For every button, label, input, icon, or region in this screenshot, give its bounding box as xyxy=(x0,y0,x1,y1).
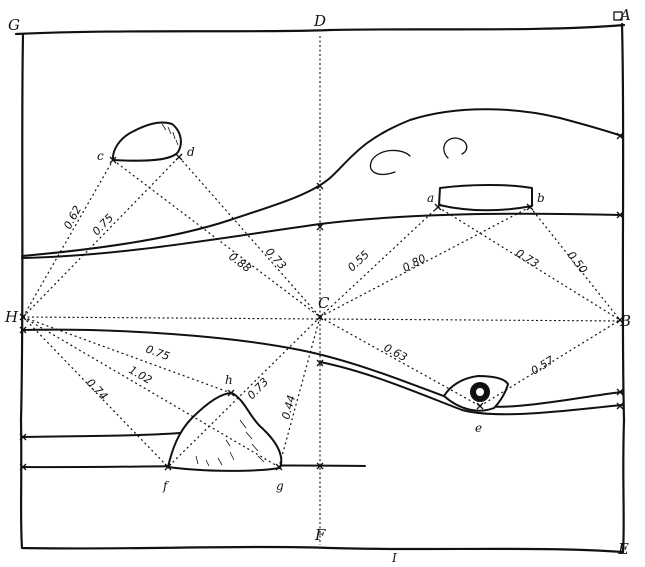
label-e: e xyxy=(475,421,482,435)
label-b: b xyxy=(537,191,545,205)
label-B: B xyxy=(619,312,631,330)
cross-marker xyxy=(316,462,324,470)
cross-marker xyxy=(109,156,117,164)
measure-C-f: 0.73 xyxy=(245,375,271,402)
measure-C-e: 0.63 xyxy=(382,341,410,364)
lower-bank-contour xyxy=(21,328,623,408)
label-I: I xyxy=(391,551,397,565)
label-h: h xyxy=(225,373,233,387)
label-G: G xyxy=(8,16,20,34)
label-D: D xyxy=(313,12,326,30)
cross-marker xyxy=(616,211,624,219)
feature-e-well-center xyxy=(476,388,484,396)
label-C: C xyxy=(318,294,330,312)
measure-H-d: 0.75 xyxy=(90,211,116,238)
label-H: H xyxy=(4,308,19,326)
cross-marker xyxy=(164,463,172,471)
cross-marker xyxy=(316,223,324,231)
label-E: E xyxy=(617,540,629,558)
measure-C-g: 0.44 xyxy=(279,394,298,421)
cross-marker xyxy=(227,389,235,397)
upper-bank-contour xyxy=(21,108,623,257)
rock-cd-hatching xyxy=(161,123,179,146)
label-g: g xyxy=(276,479,284,493)
axis-H-B xyxy=(22,316,623,322)
cross-marker xyxy=(19,463,27,471)
cross-marker xyxy=(19,433,27,441)
measure-H-g: 1.02 xyxy=(127,363,155,387)
cross-marker xyxy=(526,203,534,211)
frame-border xyxy=(14,22,626,554)
measure-H-h: 0.75 xyxy=(144,343,171,364)
measure-H-f: 0.74 xyxy=(84,376,110,403)
cross-marker xyxy=(175,153,183,161)
cross-marker xyxy=(19,313,27,321)
label-a: a xyxy=(427,191,434,205)
measure-c-C: 0.88 xyxy=(226,250,253,275)
cross-marker xyxy=(316,313,324,321)
cross-marker xyxy=(275,463,283,471)
measurement-lines xyxy=(22,156,621,468)
cross-marker xyxy=(616,316,624,324)
cross-marker xyxy=(316,359,324,367)
measure-b-B: 0.50 xyxy=(565,249,590,276)
cross-marker xyxy=(616,402,624,410)
label-f: f xyxy=(162,479,170,493)
measure-e-B: 0.57 xyxy=(529,354,557,378)
rock-fgh-hatching xyxy=(195,419,265,467)
measure-C-a: 0.55 xyxy=(345,248,372,274)
lower-bank-contour-2 xyxy=(319,361,623,416)
cross-marker xyxy=(476,402,484,410)
left-bank-line-1 xyxy=(21,432,181,438)
structure-ab xyxy=(438,184,533,212)
cross-marker xyxy=(316,182,324,190)
upper-bank-inner-contour xyxy=(21,212,623,259)
measure-C-b: 0.80 xyxy=(400,252,428,275)
measure-a-B: 0.73 xyxy=(513,247,541,271)
measure-d-C: 0.73 xyxy=(263,245,289,272)
cross-marker xyxy=(434,203,442,211)
label-A: A xyxy=(618,6,631,24)
label-c: c xyxy=(97,149,104,163)
rock-fgh xyxy=(167,392,283,472)
cross-marker xyxy=(19,326,27,334)
small-hollow-1 xyxy=(369,149,411,175)
corner-marker-A xyxy=(613,11,623,21)
label-F: F xyxy=(314,526,326,544)
cross-marker xyxy=(616,132,624,140)
small-hollow-2 xyxy=(443,137,468,159)
cross-markers xyxy=(19,132,624,471)
rock-cd xyxy=(111,121,182,162)
measure-H-c: 0.62 xyxy=(61,204,84,232)
label-d: d xyxy=(187,145,195,159)
cross-marker xyxy=(616,388,624,396)
